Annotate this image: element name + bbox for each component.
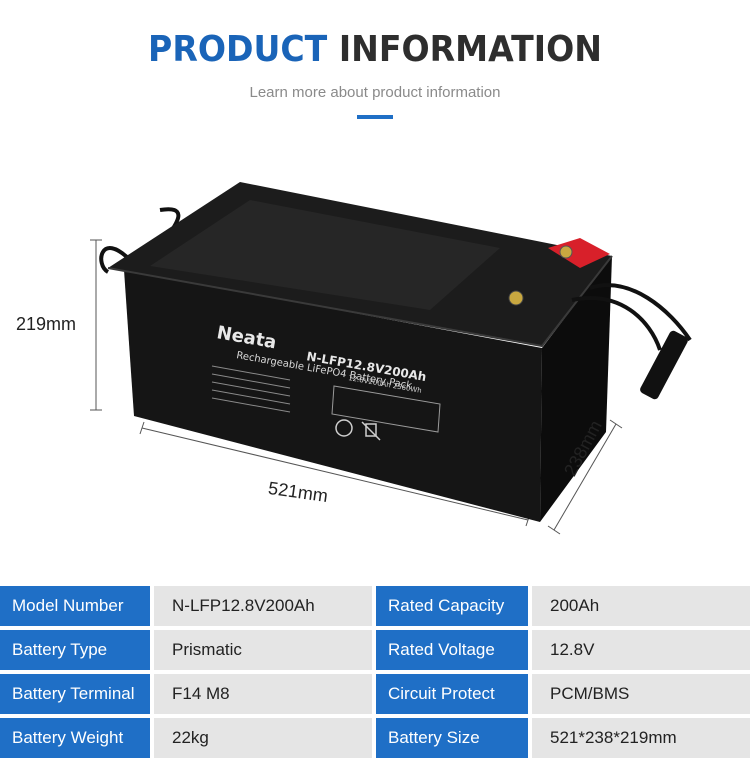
spec-value: F14 M8 — [154, 674, 372, 714]
page-title: PRODUCT INFORMATION — [30, 28, 720, 72]
spec-label: Battery Type — [0, 630, 150, 670]
spec-value: 200Ah — [532, 586, 750, 626]
spec-value: 12.8V — [532, 630, 750, 670]
width-bottom-tick — [547, 525, 561, 535]
spec-label: Rated Capacity — [376, 586, 528, 626]
height-dimension-label: 219mm — [16, 314, 77, 334]
spec-row: Battery Terminal F14 M8 Circuit Protect … — [0, 674, 750, 714]
length-left-tick — [139, 421, 145, 435]
negative-terminal-icon — [508, 290, 524, 306]
spec-value: PCM/BMS — [532, 674, 750, 714]
width-top-tick — [609, 419, 623, 429]
spec-value: Prismatic — [154, 630, 372, 670]
spec-label: Model Number — [0, 586, 150, 626]
spec-label: Battery Terminal — [0, 674, 150, 714]
page-header: PRODUCT INFORMATION Learn more about pro… — [0, 28, 750, 119]
battery-illustration: Neata N-LFP12.8V200Ah Rechargeable LiFeP… — [90, 182, 692, 535]
recycle-icon — [335, 419, 353, 437]
spec-label: Battery Size — [376, 718, 528, 758]
spec-row: Model Number N-LFP12.8V200Ah Rated Capac… — [0, 586, 750, 626]
right-grip — [640, 330, 688, 400]
spec-table: Model Number N-LFP12.8V200Ah Rated Capac… — [0, 586, 750, 762]
battery-side-face — [540, 256, 612, 522]
spec-label: Rated Voltage — [376, 630, 528, 670]
spec-row: Battery Type Prismatic Rated Voltage 12.… — [0, 630, 750, 670]
battery-rim — [107, 255, 613, 348]
length-dimension-line — [141, 427, 529, 521]
spec-value: 521*238*219mm — [532, 718, 750, 758]
positive-terminal-cover — [548, 238, 610, 268]
battery-top-inset — [150, 200, 500, 310]
width-dimension-line — [553, 423, 617, 531]
right-rope-back — [589, 283, 692, 342]
page-subtitle: Learn more about product information — [249, 84, 501, 101]
spec-row: Battery Weight 22kg Battery Size 521*238… — [0, 718, 750, 758]
title-main: INFORMATION — [338, 29, 602, 70]
spec-label: Circuit Protect — [376, 674, 528, 714]
title-accent-bar — [357, 115, 393, 119]
spec-label: Battery Weight — [0, 718, 150, 758]
spec-value: N-LFP12.8V200Ah — [154, 586, 372, 626]
spec-value: 22kg — [154, 718, 372, 758]
left-rope-handle — [99, 246, 132, 274]
warning-text-lines — [211, 365, 291, 413]
right-rope-handle — [571, 296, 662, 351]
label-spec-grid — [331, 385, 441, 433]
positive-terminal-icon — [559, 245, 573, 259]
product-image-area: Neata N-LFP12.8V200Ah Rechargeable LiFeP… — [0, 170, 750, 580]
no-trash-icon — [361, 421, 381, 441]
title-highlight: PRODUCT — [148, 29, 328, 70]
